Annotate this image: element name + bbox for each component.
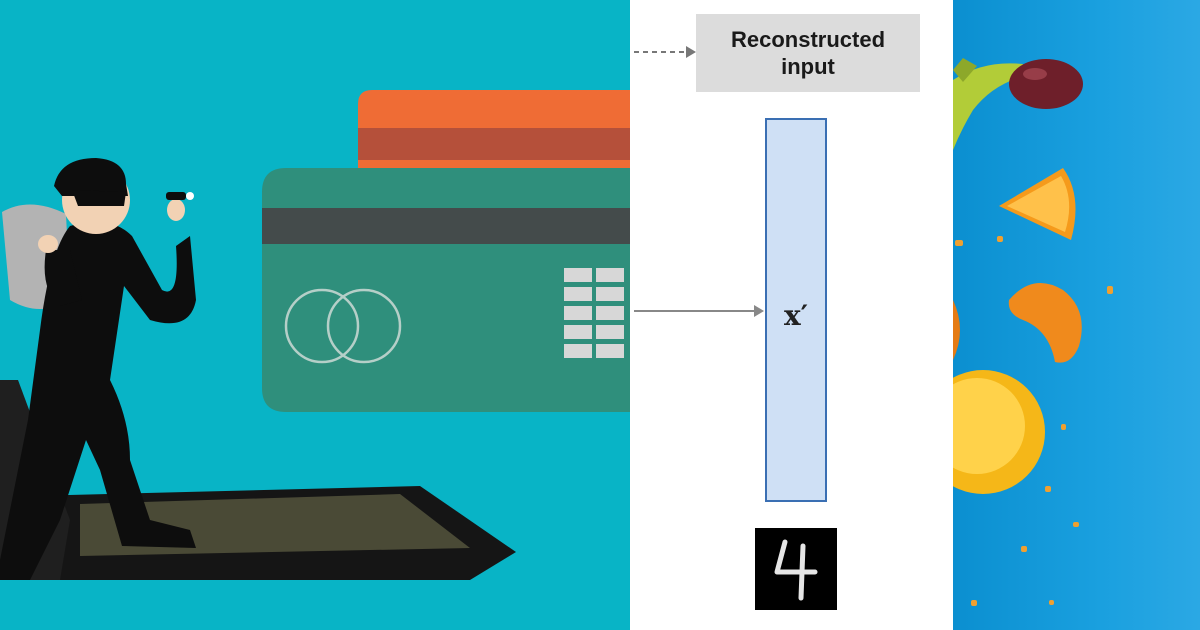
x-prime-label: x′ — [783, 298, 809, 332]
fruit-scene-graphic — [953, 58, 1113, 606]
card-logo-circle-left — [284, 288, 360, 364]
fruit-bits — [955, 236, 1113, 606]
reconstructed-label: Reconstructed — [730, 27, 886, 52]
front-credit-card — [262, 168, 630, 412]
diagram-arrows — [634, 46, 764, 317]
flying-fruit-photo — [953, 0, 1200, 630]
thief-beanie — [54, 158, 128, 196]
latent-vector-bar: x′ — [765, 118, 827, 502]
banana-peel — [953, 63, 1025, 150]
autoencoder-diagram-panel: Reconstructed input x′ — [630, 0, 953, 630]
red-grape — [1009, 59, 1083, 109]
credit-card-theft-illustration — [0, 0, 630, 630]
handwritten-digit-four — [774, 539, 818, 601]
reconstructed-input-box: Reconstructed input — [696, 14, 920, 92]
card-logo-circle-right — [326, 288, 402, 364]
mandarin-segment — [1008, 282, 1082, 363]
dashed-arrow-head — [686, 46, 696, 58]
mnist-digit-image — [755, 528, 837, 610]
theft-scene-graphic — [0, 90, 630, 580]
flashlight-icon — [166, 192, 186, 200]
thief-figure — [0, 158, 196, 580]
back-credit-card — [358, 90, 630, 170]
card-chip-grid — [564, 268, 624, 358]
solid-arrow-head — [754, 305, 764, 317]
thief-mask — [72, 190, 126, 206]
input-label: input — [781, 54, 835, 79]
